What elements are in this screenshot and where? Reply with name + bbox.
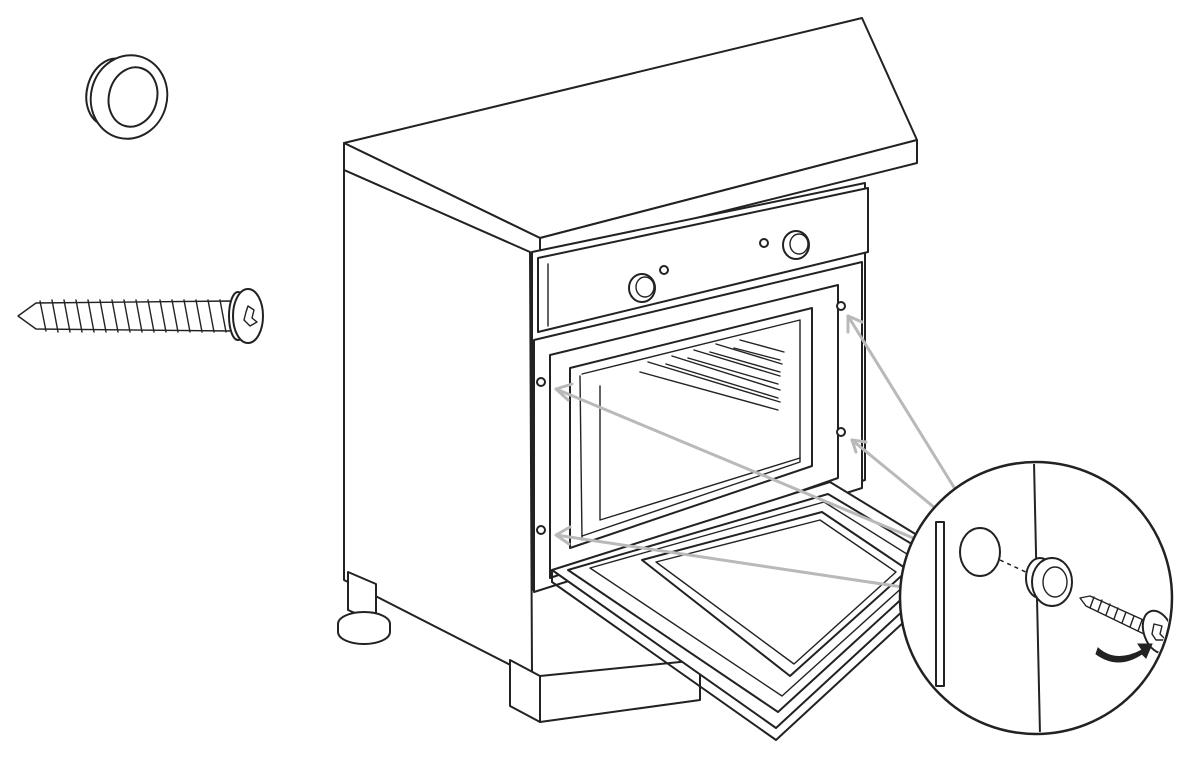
rotation-arrow-icon	[1095, 643, 1153, 663]
spacer-washer-icon	[85, 54, 169, 140]
oven-knob-right	[782, 230, 810, 260]
built-in-oven	[531, 182, 959, 741]
oven-control-panel	[537, 187, 869, 333]
fixing-hole-top-left	[536, 377, 546, 387]
cabinet-leg	[337, 571, 391, 645]
detail-spacer-icon	[1025, 557, 1073, 607]
arrow-to-hole-bottom-left	[554, 533, 924, 592]
arrow-to-hole-top-right	[846, 314, 962, 499]
oven-knob-left	[628, 273, 656, 303]
indicator-light-right	[759, 238, 769, 248]
detail-hole	[959, 527, 1001, 577]
indicator-light-left	[659, 265, 669, 275]
arrow-to-hole-top-left	[554, 387, 932, 547]
fixing-hole-bottom-right	[836, 427, 846, 437]
detail-circle	[898, 460, 1174, 736]
kitchen-cabinet	[337, 17, 918, 723]
fixing-hole-top-right	[836, 301, 846, 311]
oven-vent-slots	[639, 339, 785, 411]
fixing-arrows	[554, 314, 962, 592]
torx-screw-icon	[17, 288, 264, 344]
fixing-hole-bottom-left	[536, 525, 546, 535]
